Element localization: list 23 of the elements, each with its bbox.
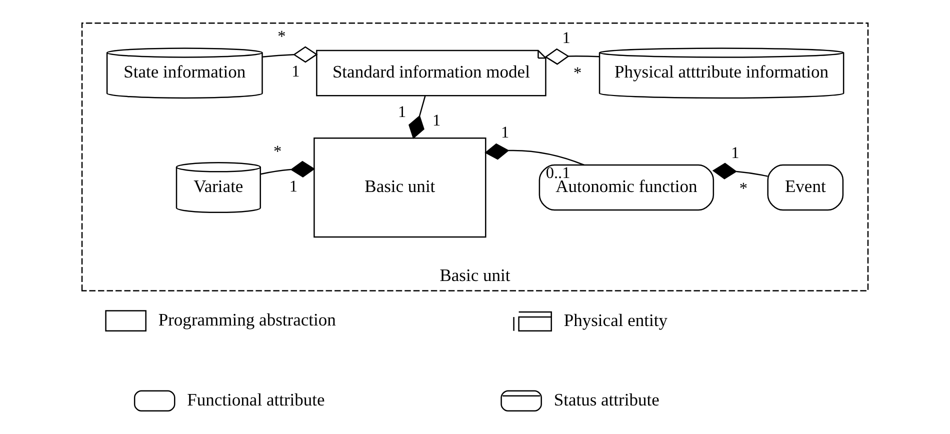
legend-label: Status attribute [554, 390, 660, 410]
connector [712, 162, 768, 180]
label: * [739, 179, 748, 198]
node-box: Event [767, 164, 844, 211]
label: 1 [432, 111, 441, 130]
label: 1 [289, 177, 298, 196]
connector [262, 46, 318, 63]
label: 1 [731, 144, 740, 162]
connector [260, 160, 316, 178]
connector [484, 143, 584, 166]
label: 1 [292, 62, 300, 81]
label: * [574, 64, 582, 82]
legend-label: Programming abstraction [158, 309, 336, 330]
label: * [273, 142, 282, 161]
label: 1 [398, 103, 406, 122]
label: * [278, 27, 286, 46]
legend-label: Physical entity [564, 310, 668, 330]
connector [408, 96, 426, 139]
label: 1 [562, 28, 570, 47]
label: 1 [501, 123, 510, 142]
connector [544, 48, 600, 65]
legend-label: Functional attribute [187, 390, 325, 410]
node-box: Basic unit [314, 137, 486, 238]
